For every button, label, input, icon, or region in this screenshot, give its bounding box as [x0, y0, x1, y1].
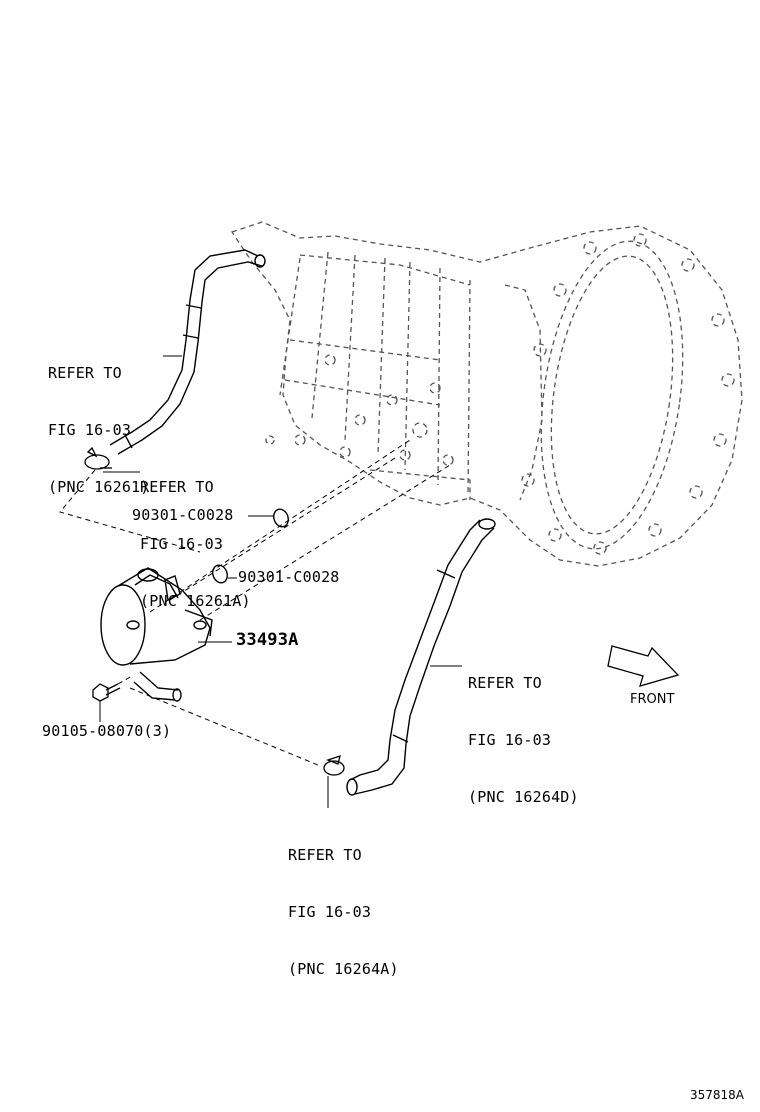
callout-upper-clamp: REFER TO FIG 16-03 (PNC 16261A)	[140, 478, 251, 610]
callout-lower-hose: REFER TO FIG 16-03 (PNC 16264D)	[468, 674, 579, 806]
part-bolt: 90105-08070(3)	[42, 722, 172, 740]
callout-lower-clamp: REFER TO FIG 16-03 (PNC 16264A)	[288, 846, 399, 978]
lower-clamp	[323, 755, 345, 776]
figure-id: 357818A	[690, 1088, 745, 1102]
assembly-lines	[59, 439, 451, 766]
upper-clamp	[84, 446, 112, 470]
lower-hose	[346, 518, 496, 796]
part-oil-cooler: 33493A	[236, 630, 299, 650]
front-arrow-icon	[607, 645, 680, 687]
transmission-housing	[230, 221, 743, 567]
part-o-ring-lower: 90301-C0028	[238, 568, 340, 586]
leader-lines	[99, 355, 462, 808]
o-rings	[212, 508, 289, 584]
callout-upper-hose: REFER TO FIG 16-03 (PNC 16261)	[48, 364, 150, 496]
front-label: FRONT	[630, 692, 675, 707]
bolt	[92, 683, 121, 702]
upper-hose	[109, 249, 266, 455]
part-o-ring-upper: 90301-C0028	[132, 506, 234, 524]
